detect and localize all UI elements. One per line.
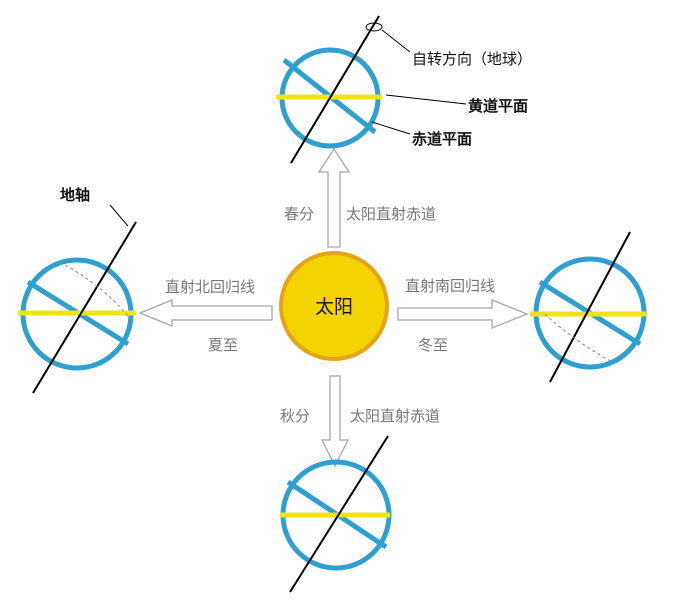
earth-axis xyxy=(32,221,137,394)
earth-spring xyxy=(276,15,383,164)
earth-axis xyxy=(289,435,389,593)
arrow-to-summer-body xyxy=(138,299,273,327)
spring-note-label: 太阳直射赤道 xyxy=(346,205,436,223)
rotation-icon xyxy=(365,22,383,32)
arrow-to-autumn xyxy=(320,375,350,468)
winter-season-label: 冬至 xyxy=(418,336,448,354)
earth-axis-callout: 地轴 xyxy=(60,186,90,204)
tropic-dashed-line xyxy=(544,313,613,363)
sun: 太阳 xyxy=(279,251,389,361)
autumn-note-label: 太阳直射赤道 xyxy=(350,407,440,425)
arrow-to-spring xyxy=(317,147,351,248)
earth-autumn xyxy=(280,435,392,593)
earth-axis xyxy=(549,231,631,383)
summer-season-label: 夏至 xyxy=(208,336,238,354)
autumn-season-label: 秋分 xyxy=(280,407,310,425)
equator-callout: 赤道平面 xyxy=(412,130,472,148)
earth-winter xyxy=(530,231,647,383)
sun-label: 太阳 xyxy=(315,296,353,318)
ecliptic-callout: 黄道平面 xyxy=(468,97,528,115)
summer-note-label: 直射北回归线 xyxy=(165,278,255,296)
rotation-callout: 自转方向（地球） xyxy=(412,50,532,68)
spring-season-label: 春分 xyxy=(284,205,314,223)
sun-disc xyxy=(279,251,389,361)
ecliptic-leader xyxy=(385,94,467,105)
tropic-dashed-line xyxy=(59,261,133,323)
axis-leader xyxy=(109,204,129,227)
rotation-leader xyxy=(381,29,411,53)
earth-summer xyxy=(18,221,137,394)
earth-axis xyxy=(290,15,380,164)
arrow-to-winter xyxy=(397,299,529,329)
winter-note-label: 直射南回归线 xyxy=(405,277,495,295)
equator-leader xyxy=(371,121,411,135)
